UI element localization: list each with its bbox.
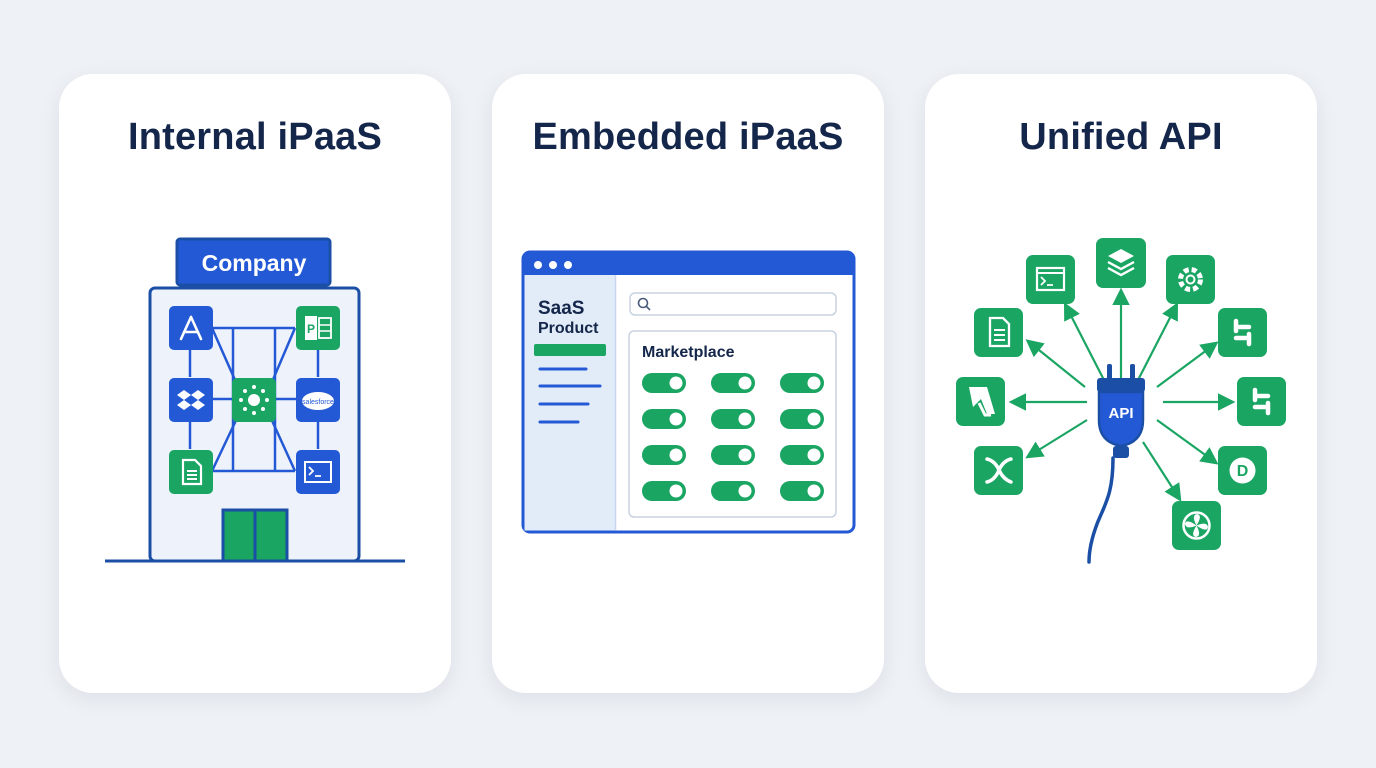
layers-icon (1096, 238, 1146, 288)
sidebar-menu-lines (538, 367, 602, 424)
slack-icon (1218, 308, 1267, 357)
gear-icon (1166, 255, 1215, 304)
slack-icon (1237, 377, 1286, 426)
svg-text:D: D (1237, 463, 1249, 480)
integration-toggle[interactable] (642, 481, 686, 501)
unified-api-title: Unified API (1019, 116, 1223, 158)
d-icon: D (1218, 446, 1267, 495)
integration-toggle[interactable] (780, 409, 824, 429)
api-plug-icon: API (1097, 364, 1145, 458)
plug-cable (1087, 456, 1115, 564)
internal-ipaas-card: Internal iPaaS Company (59, 74, 451, 693)
search-icon (637, 297, 649, 309)
dropbox-icon (169, 378, 213, 422)
embedded-ipaas-illustration: SaaS Product Marketplace (521, 250, 856, 534)
document-icon (974, 308, 1023, 357)
project-icon: P (296, 306, 340, 350)
unified-api-illustration: API (956, 238, 1286, 564)
sidebar-title-saas: SaaS (538, 298, 584, 319)
internal-ipaas-illustration: Company (105, 237, 405, 563)
integration-toggle[interactable] (780, 373, 824, 393)
sidebar-item-active (534, 344, 606, 356)
unified-api-card: Unified API API (925, 74, 1317, 693)
building-door (221, 508, 289, 563)
integration-toggle[interactable] (711, 445, 755, 465)
embedded-ipaas-card: Embedded iPaaS SaaS Product Marketplace (492, 74, 884, 693)
salesforce-icon: salesforce (296, 378, 340, 422)
integration-toggle[interactable] (711, 481, 755, 501)
sidebar-title-product: Product (538, 320, 599, 337)
search-bar (629, 292, 837, 316)
company-sign: Company (175, 237, 332, 287)
toggle-grid (642, 373, 824, 501)
api-arrows (1008, 287, 1236, 502)
integration-toggle[interactable] (711, 409, 755, 429)
terminal-icon (1026, 255, 1075, 304)
integration-toggle[interactable] (711, 373, 755, 393)
integration-toggle[interactable] (642, 445, 686, 465)
browser-title-bar (523, 252, 854, 275)
salesforce-label: salesforce (302, 399, 334, 406)
embedded-ipaas-title: Embedded iPaaS (532, 116, 844, 158)
fan-icon (1172, 501, 1221, 550)
marketplace-label: Marketplace (642, 344, 735, 361)
integration-toggle[interactable] (642, 409, 686, 429)
xero-icon (974, 446, 1023, 495)
svg-text:P: P (307, 322, 315, 336)
integration-toggle[interactable] (780, 481, 824, 501)
hub-icon (232, 378, 276, 422)
integration-toggle[interactable] (780, 445, 824, 465)
terminal-icon (296, 450, 340, 494)
internal-ipaas-title: Internal iPaaS (127, 116, 383, 158)
integration-toggle[interactable] (642, 373, 686, 393)
document-icon (169, 450, 213, 494)
company-sign-label: Company (202, 250, 307, 276)
app-store-icon (169, 306, 213, 350)
x-icon (956, 377, 1005, 426)
api-plug-label: API (1108, 405, 1133, 422)
window-dots (534, 261, 572, 269)
